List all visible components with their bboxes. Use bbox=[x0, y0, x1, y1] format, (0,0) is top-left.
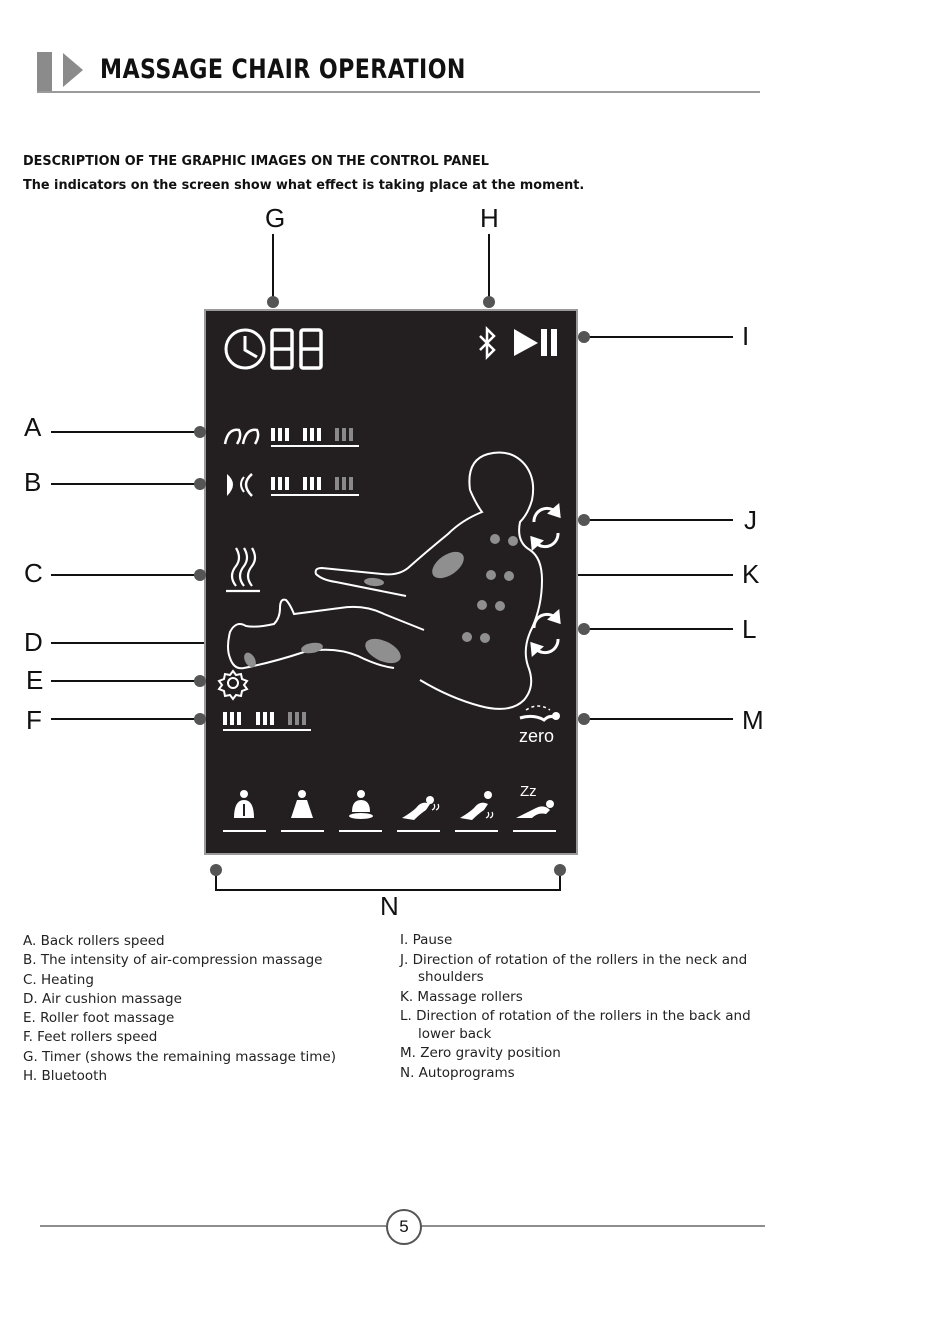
legend-item: J. Direction of rotation of the rollers … bbox=[400, 951, 748, 968]
control-panel-screen bbox=[204, 309, 578, 855]
program-4-icon bbox=[397, 796, 440, 832]
legend-item: C. Heating bbox=[23, 971, 94, 988]
program-2-icon bbox=[281, 790, 324, 832]
callout-lines bbox=[51, 234, 733, 891]
massage-roller-dots bbox=[462, 534, 518, 643]
header-rule bbox=[37, 91, 760, 93]
bluetooth-icon bbox=[479, 325, 496, 361]
zero-label: zero bbox=[519, 726, 554, 746]
header-arrow-decoration bbox=[63, 53, 83, 87]
neck-rotation-icon bbox=[530, 502, 561, 552]
legend-item: B. The intensity of air-compression mass… bbox=[23, 952, 323, 969]
program-1-icon bbox=[223, 790, 266, 832]
program-icons: Zz bbox=[223, 783, 556, 832]
legend-item: M. Zero gravity position bbox=[400, 1045, 561, 1061]
program-5-icon bbox=[455, 791, 498, 832]
page-title: MASSAGE CHAIR OPERATION bbox=[100, 54, 466, 85]
callout-b: B bbox=[24, 467, 42, 497]
callout-m: M bbox=[742, 705, 764, 735]
section-subheading: The indicators on the screen show what e… bbox=[23, 177, 585, 193]
legend-item: E. Roller foot massage bbox=[23, 1010, 175, 1027]
callout-l: L bbox=[742, 614, 757, 644]
foot-roller-icon bbox=[217, 669, 249, 701]
heat-icon bbox=[226, 547, 260, 593]
timer-digits bbox=[270, 328, 323, 370]
air-compression-icon bbox=[227, 473, 253, 497]
foot-roller-speed-bars bbox=[223, 712, 311, 731]
legend-item-cont: shoulders bbox=[418, 969, 484, 985]
legend-item: G. Timer (shows the remaining massage ti… bbox=[23, 1048, 337, 1065]
massage-air-bags bbox=[244, 551, 464, 668]
hands-icon bbox=[223, 428, 260, 445]
footer-rule-left bbox=[40, 1225, 386, 1227]
callout-g: G bbox=[265, 203, 286, 233]
callout-d: D bbox=[24, 627, 43, 657]
callout-e: E bbox=[26, 665, 44, 695]
legend-item: F. Feet rollers speed bbox=[23, 1029, 158, 1046]
callout-h: H bbox=[480, 203, 499, 233]
back-rotation-icon bbox=[530, 608, 561, 658]
legend-right: I. Pause J. Direction of rotation of the… bbox=[400, 932, 751, 1082]
callout-n: N bbox=[380, 891, 399, 921]
legend-item: I. Pause bbox=[400, 932, 453, 948]
play-pause-icon bbox=[514, 329, 557, 356]
callout-j: J bbox=[744, 505, 757, 535]
legend-item: L. Direction of rotation of the rollers … bbox=[400, 1008, 751, 1024]
program-6-icon: Zz bbox=[513, 783, 556, 832]
back-roller-speed-bars bbox=[271, 428, 359, 447]
callout-c: C bbox=[24, 558, 43, 588]
zero-gravity-icon: zero bbox=[519, 705, 560, 746]
legend-item: H. Bluetooth bbox=[23, 1068, 108, 1085]
callout-f: F bbox=[26, 705, 42, 735]
legend-item: A. Back rollers speed bbox=[23, 933, 165, 949]
callout-i: I bbox=[742, 321, 750, 351]
footer-rule-right bbox=[418, 1225, 765, 1227]
section-heading: DESCRIPTION OF THE GRAPHIC IMAGES ON THE… bbox=[23, 153, 489, 169]
legend-item: D. Air cushion massage bbox=[23, 990, 182, 1007]
body-outline bbox=[227, 451, 544, 710]
callout-dots bbox=[194, 296, 590, 876]
sleep-label: Zz bbox=[520, 783, 537, 800]
clock-icon bbox=[224, 328, 266, 370]
header-bar-decoration bbox=[37, 52, 52, 92]
program-3-icon bbox=[339, 790, 382, 832]
legend-item-cont: lower back bbox=[418, 1025, 492, 1042]
page-number: 5 bbox=[386, 1209, 422, 1245]
legend-left: A. Back rollers speed B. The intensity o… bbox=[23, 932, 336, 1086]
legend-item: K. Massage rollers bbox=[400, 988, 523, 1005]
legend-item: N. Autoprograms bbox=[400, 1064, 515, 1081]
air-intensity-bars bbox=[271, 477, 359, 496]
callout-k: K bbox=[742, 559, 760, 589]
callout-a: A bbox=[24, 412, 42, 442]
